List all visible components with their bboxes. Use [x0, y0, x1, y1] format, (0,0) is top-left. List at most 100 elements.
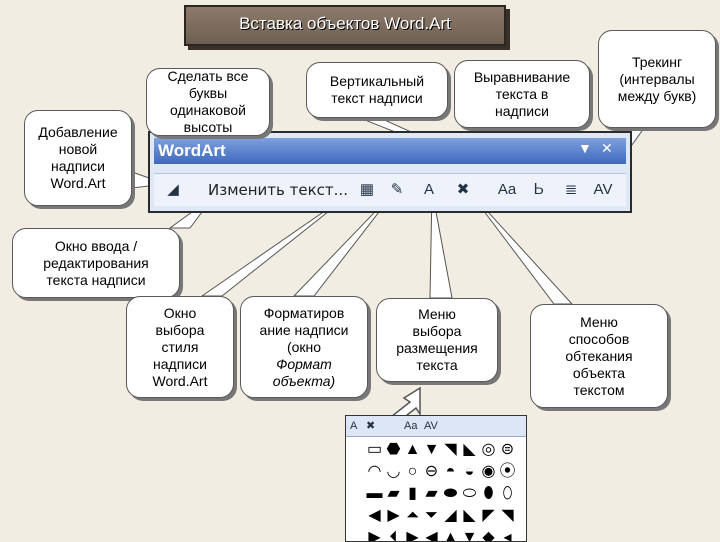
- shape-grid: ▭ ⬣ ▲ ▼ ◥ ◣ ◎ ⊜ ◠ ◡ ○ ⊖ ◓ ◒ ◉ ⦿ ▬ ▰ ▮ ▰ …: [366, 440, 522, 542]
- shape-fade-right-icon[interactable]: ◀: [368, 507, 381, 524]
- shape-triangle-down-icon[interactable]: ▼: [423, 441, 440, 458]
- shape-plain-icon[interactable]: ▭: [366, 441, 383, 458]
- callout-text-line: обтекания: [565, 347, 633, 364]
- wrap-icon[interactable]: ✖: [366, 420, 376, 432]
- toolbar-menu-icon[interactable]: ▼: [578, 140, 592, 156]
- shape-circle-ring-icon[interactable]: ○: [407, 463, 418, 480]
- callout-text-line: ание надписи: [259, 321, 349, 338]
- shape-row5-2-icon[interactable]: ⏴: [389, 529, 398, 542]
- callout-text-line: (интервалы: [619, 70, 695, 87]
- character-spacing-icon[interactable]: AV: [593, 181, 613, 198]
- shape-circle-fill-icon[interactable]: ◉: [481, 463, 496, 480]
- shape-deflate-icon[interactable]: ⬭: [462, 485, 477, 502]
- shape-row5-7-icon[interactable]: ◆: [482, 529, 495, 542]
- shape-circle-icon[interactable]: ◎: [481, 441, 496, 458]
- shape-inflate-top-icon[interactable]: ⬮: [483, 485, 494, 502]
- callout-text-line: Формат: [276, 355, 332, 372]
- shape-cascade-down-icon[interactable]: ◥: [501, 507, 514, 524]
- shape-row5-4-icon[interactable]: ◀: [425, 529, 438, 542]
- text-wrapping-icon[interactable]: ✖: [456, 181, 470, 198]
- shape-wave2-icon[interactable]: ▰: [387, 485, 400, 502]
- same-letter-heights-icon[interactable]: Aa: [497, 181, 517, 198]
- wordart-shape-gallery: A ✖ Aa AV ▭ ⬣ ▲ ▼ ◥ ◣ ◎ ⊜ ◠ ◡ ○ ⊖ ◓ ◒ ◉ …: [345, 415, 527, 542]
- toolbar-buttons: ◢ Изменить текст... ▦ ✎ A ✖ Aa Ꮟ ≣ AV: [154, 173, 626, 206]
- alignment-icon[interactable]: ≣: [564, 181, 578, 198]
- callout-text-line: текста в: [495, 85, 549, 102]
- shape-chevron-icon[interactable]: ◥: [444, 441, 457, 458]
- shape-wave3-icon[interactable]: ▮: [408, 485, 417, 502]
- callout-text-line: надписи: [51, 158, 105, 174]
- shape-row5-5-icon[interactable]: ▲: [442, 529, 459, 542]
- shape-deflate-top-icon[interactable]: ⬯: [502, 485, 513, 502]
- callout-text-line: редактирования: [43, 254, 149, 271]
- shape-arch-down-icon[interactable]: ◡: [386, 463, 401, 480]
- callout-text-line: Вертикальный: [329, 73, 425, 89]
- shape-row5-6-icon[interactable]: ▼: [461, 529, 478, 542]
- callout-text-line: выбора: [155, 321, 205, 338]
- shape-fade-left-icon[interactable]: ▶: [387, 507, 400, 524]
- callout-text-line: Word.Art: [152, 372, 208, 389]
- gallery-toolbar-strip: A ✖ Aa AV: [346, 416, 526, 437]
- callout-text-line: одинаковой: [170, 102, 246, 118]
- callout-text-line: текстом: [573, 381, 625, 398]
- callout-text-line: надписи: [495, 102, 549, 119]
- spacing-icon[interactable]: AV: [424, 420, 438, 432]
- vertical-text-icon[interactable]: Ꮟ: [534, 181, 544, 198]
- format-wordart-icon[interactable]: ✎: [390, 181, 404, 198]
- shape-inflate-icon[interactable]: ⬬: [443, 485, 458, 502]
- toolbar-titlebar[interactable]: WordArt ▼ ✕: [154, 138, 626, 164]
- close-icon[interactable]: ✕: [601, 140, 613, 156]
- shape-arch-fill-up-icon[interactable]: ◓: [445, 463, 456, 480]
- shape-button-icon[interactable]: ⊜: [500, 441, 515, 458]
- shape-slant-up-icon[interactable]: ◢: [444, 507, 457, 524]
- wordart-toolbar: WordArt ▼ ✕ ◢ Изменить текст... ▦ ✎ A ✖ …: [148, 131, 632, 213]
- callout-text-line: Окно ввода /: [54, 237, 138, 254]
- shape-arch-fill-down-icon[interactable]: ◒: [464, 463, 475, 480]
- shape-button-fill-icon[interactable]: ⦿: [499, 463, 516, 480]
- shape-wave4-icon[interactable]: ▰: [425, 485, 438, 502]
- callout-text-line: выбора: [412, 323, 462, 339]
- shape-row5-8-icon[interactable]: ◂: [503, 529, 512, 542]
- callout-text-line: объекта: [572, 364, 626, 381]
- shape-wave-icon[interactable]: ◣: [463, 441, 476, 458]
- shape-row5-3-icon[interactable]: ▶: [406, 529, 419, 542]
- callout-text-line: Выравнивание: [473, 68, 571, 85]
- shape-slant-down-icon[interactable]: ◣: [463, 507, 476, 524]
- callout-text-line: текста надписи: [46, 271, 146, 288]
- shape-row5-1-icon[interactable]: ▶: [368, 529, 381, 542]
- callout-text-line: Трекинг: [631, 53, 683, 70]
- toolbar-title: WordArt: [158, 141, 226, 160]
- callout-text-line: размещения: [396, 340, 478, 356]
- shape-a-icon[interactable]: A: [350, 420, 358, 432]
- callout-text-line: Окно: [163, 304, 197, 321]
- callout-text-line: между букв): [617, 87, 697, 104]
- callout-text-line: высоты: [183, 119, 233, 135]
- callout-text-line: объекта): [272, 372, 336, 389]
- callout-text-line: надписи: [153, 355, 207, 372]
- edit-text-button[interactable]: Изменить текст...: [208, 181, 348, 199]
- wordart-gallery-icon[interactable]: ▦: [359, 181, 375, 198]
- shape-fade-up-icon[interactable]: ⏶: [406, 507, 419, 524]
- shape-octagon-icon[interactable]: ⬣: [386, 441, 401, 458]
- shape-button-ring-icon[interactable]: ⊖: [424, 463, 439, 480]
- slide-title: Вставка объектов Word.Art: [184, 5, 506, 46]
- wordart-insert-icon[interactable]: ◢: [167, 181, 179, 198]
- callout-text-line: Форматиров: [263, 304, 345, 321]
- shape-fade-down-icon[interactable]: ⏷: [425, 507, 438, 524]
- callout-text-line: Сделать все: [167, 68, 249, 84]
- shape-arch-up-icon[interactable]: ◠: [367, 463, 382, 480]
- callout-text-line: Меню: [580, 313, 618, 330]
- callout-text-line: буквы: [188, 85, 228, 101]
- shape-cascade-up-icon[interactable]: ◤: [482, 507, 495, 524]
- wordart-shape-icon[interactable]: A: [423, 181, 434, 198]
- shape-wave1-icon[interactable]: ▬: [366, 485, 383, 502]
- same-height-icon[interactable]: Aa: [404, 420, 418, 432]
- shape-triangle-up-icon[interactable]: ▲: [404, 441, 421, 458]
